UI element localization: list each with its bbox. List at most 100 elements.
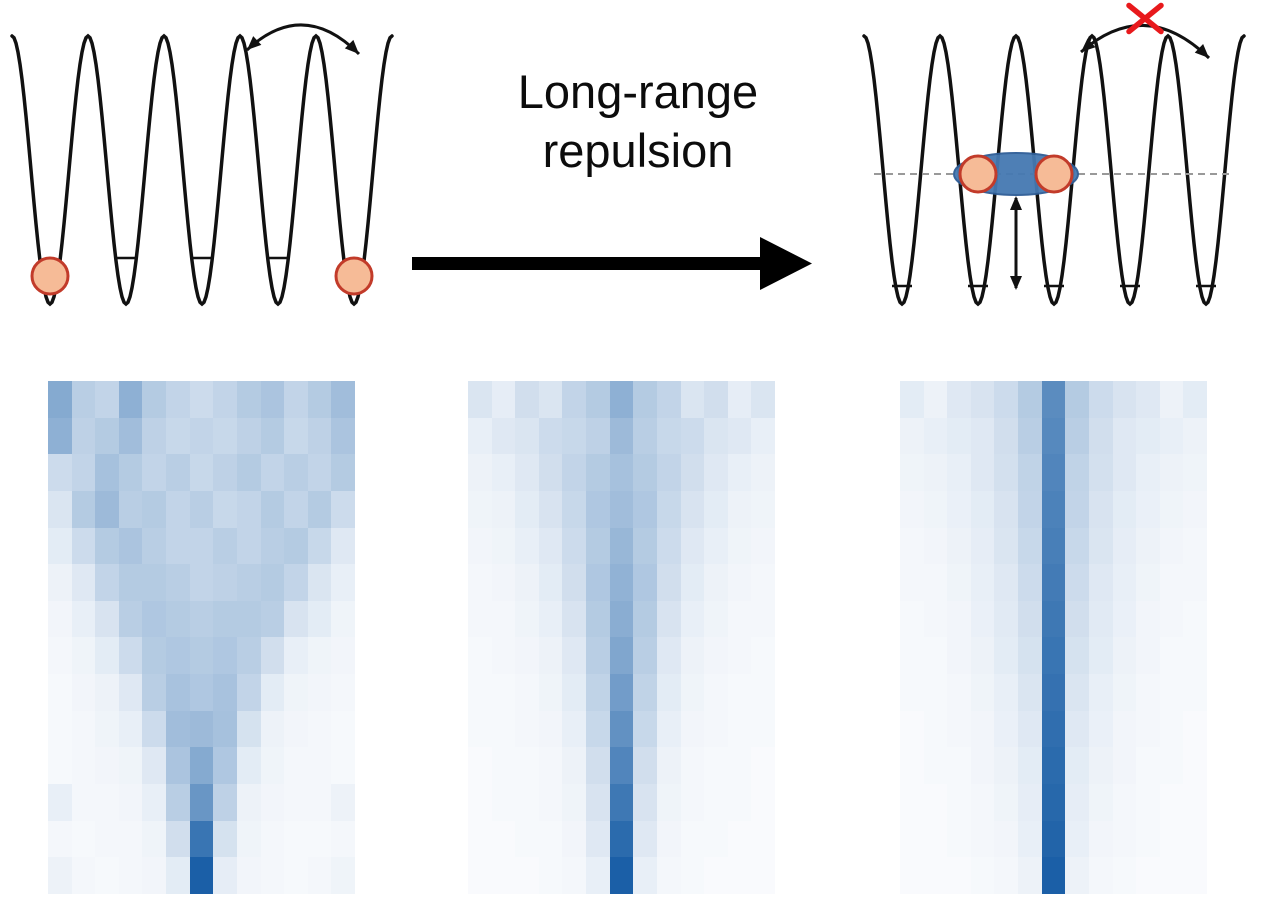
heatmap-cell xyxy=(633,710,657,748)
heatmap-cell xyxy=(236,784,261,821)
heatmap-cell xyxy=(586,600,610,638)
heatmap-cell xyxy=(562,747,587,785)
heatmap-cell xyxy=(491,784,516,821)
heatmap-cell xyxy=(704,490,728,528)
heatmap-cell xyxy=(1136,710,1160,748)
heatmap-cell xyxy=(118,490,143,528)
heatmap-cell xyxy=(538,417,563,455)
heatmap-cell xyxy=(491,674,516,711)
heatmap-cell xyxy=(236,674,261,711)
heatmap-cell xyxy=(331,857,355,894)
heatmap-cell xyxy=(680,747,705,785)
heatmap-cell xyxy=(1088,417,1113,455)
heatmap-cell xyxy=(609,784,634,821)
heatmap-cell xyxy=(609,710,634,748)
heatmap-cell xyxy=(213,381,237,418)
heatmap-cell xyxy=(307,857,332,894)
heatmap-cell xyxy=(189,600,214,638)
heatmap-cell xyxy=(947,454,971,491)
heatmap-cell xyxy=(923,637,948,675)
heatmap-cell xyxy=(260,454,285,491)
heatmap-cell xyxy=(1065,710,1089,748)
heatmap-cell xyxy=(1065,381,1089,418)
heatmap-cell xyxy=(1183,564,1207,601)
heatmap-cell xyxy=(284,820,308,858)
heatmap-cell xyxy=(609,564,634,601)
heatmap-cell xyxy=(307,417,332,455)
heatmap-cell xyxy=(1136,381,1160,418)
heatmap-cell xyxy=(142,637,167,675)
heatmap-cell xyxy=(236,637,261,675)
heatmap-cell xyxy=(609,600,634,638)
heatmap-cell xyxy=(656,381,681,418)
heatmap-cell xyxy=(562,381,587,418)
heatmap-long-range-repulsion xyxy=(900,381,1207,894)
heatmap-cell xyxy=(562,784,587,821)
heatmap-cell xyxy=(95,674,119,711)
heatmap-cell xyxy=(71,820,96,858)
tunneling-arrow-arc xyxy=(1080,23,1211,60)
heatmap-cell xyxy=(704,527,728,565)
heatmap-intermediate xyxy=(468,381,775,894)
transition-arrow-head xyxy=(760,237,812,290)
heatmap-cell xyxy=(260,490,285,528)
heatmap-cell xyxy=(213,600,237,638)
heatmap-cell xyxy=(656,674,681,711)
heatmap-cell xyxy=(1112,490,1137,528)
heatmap-cell xyxy=(680,637,705,675)
heatmap-cell xyxy=(1112,637,1137,675)
heatmap-cell xyxy=(189,381,214,418)
heatmap-cell xyxy=(142,857,167,894)
heatmap-cell xyxy=(1065,637,1089,675)
heatmap-cell xyxy=(947,637,971,675)
heatmap-cell xyxy=(1041,820,1066,858)
heatmap-cell xyxy=(1018,490,1042,528)
heatmap-cell xyxy=(213,784,237,821)
heatmap-cell xyxy=(260,564,285,601)
heatmap-cell xyxy=(284,490,308,528)
heatmap-cell xyxy=(166,710,190,748)
heatmap-cell xyxy=(923,600,948,638)
heatmap-cell xyxy=(142,784,167,821)
heatmap-cell xyxy=(1018,417,1042,455)
heatmap-cell xyxy=(1041,381,1066,418)
heatmap-cell xyxy=(900,564,924,601)
heatmap-cell xyxy=(118,381,143,418)
heatmap-cell xyxy=(142,747,167,785)
heatmap-cell xyxy=(1183,637,1207,675)
heatmap-cell xyxy=(751,600,775,638)
heatmap-cell xyxy=(236,490,261,528)
heatmap-cell xyxy=(751,564,775,601)
heatmap-cell xyxy=(236,527,261,565)
heatmap-cell xyxy=(751,710,775,748)
heatmap-cell xyxy=(900,600,924,638)
heatmap-cell xyxy=(189,674,214,711)
heatmap-cell xyxy=(213,527,237,565)
heatmap-cell xyxy=(947,417,971,455)
heatmap-cell xyxy=(562,600,587,638)
heatmap-cell xyxy=(468,527,492,565)
heatmap-cell xyxy=(680,600,705,638)
heatmap-cell xyxy=(331,710,355,748)
heatmap-cell xyxy=(468,381,492,418)
heatmap-cell xyxy=(118,747,143,785)
heatmap-cell xyxy=(970,820,995,858)
heatmap-cell xyxy=(947,710,971,748)
heatmap-cell xyxy=(236,820,261,858)
heatmap-cell xyxy=(947,747,971,785)
heatmap-cell xyxy=(562,417,587,455)
heatmap-cell xyxy=(1041,784,1066,821)
heatmap-cell xyxy=(71,527,96,565)
heatmap-cell xyxy=(1112,527,1137,565)
heatmap-cell xyxy=(142,674,167,711)
heatmap-cell xyxy=(491,381,516,418)
heatmap-cell xyxy=(515,857,539,894)
heatmap-cell xyxy=(947,381,971,418)
heatmap-cell xyxy=(923,527,948,565)
heatmap-cell xyxy=(586,747,610,785)
heatmap-cell xyxy=(260,381,285,418)
heatmap-cell xyxy=(562,674,587,711)
heatmap-cell xyxy=(1088,784,1113,821)
heatmap-cell xyxy=(704,600,728,638)
heatmap-cell xyxy=(71,637,96,675)
